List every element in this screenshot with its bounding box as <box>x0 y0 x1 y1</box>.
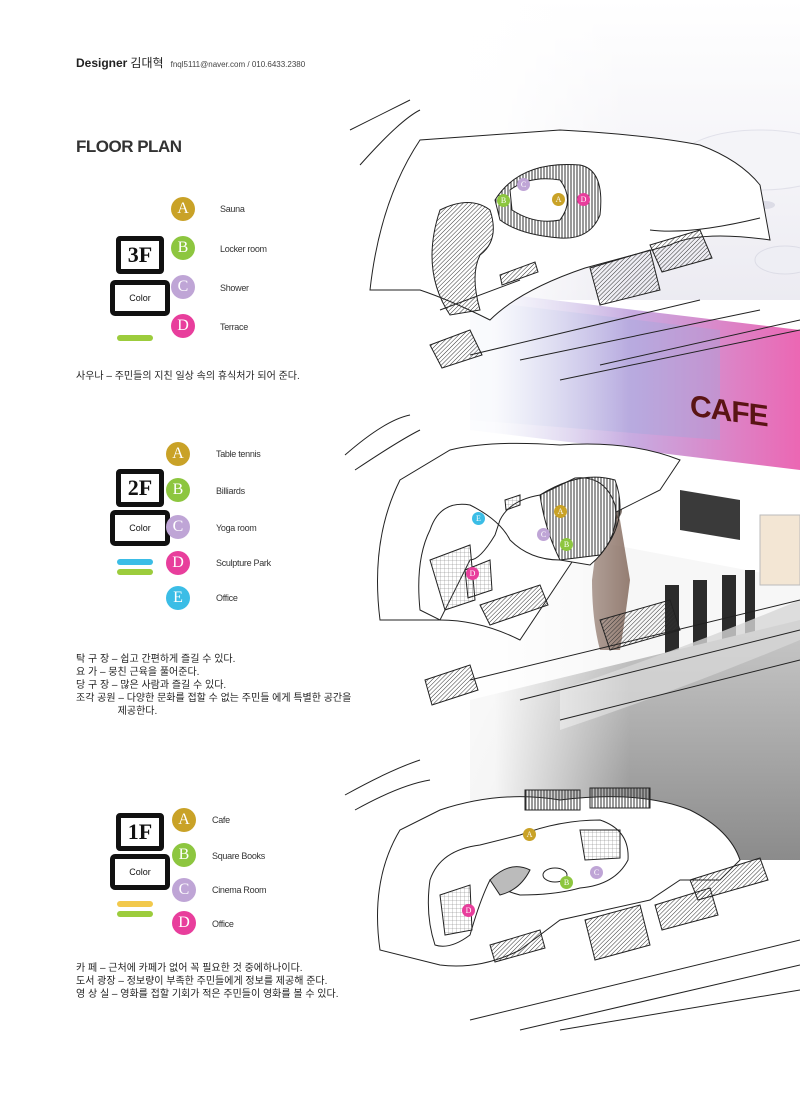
floor-2f-desc-line: 조각 공원 – 다양한 문화를 접할 수 없는 주민들 에게 특별한 공간을 <box>76 693 352 704</box>
floor-2f-color-box: Color <box>110 510 170 546</box>
legend-2f-d: D <box>166 551 190 575</box>
legend-3f-c: C <box>171 275 195 299</box>
legend-2f-c-label: Yoga room <box>216 523 257 533</box>
plan-1f-marker-c: C <box>590 866 603 879</box>
legend-3f-a: A <box>171 197 195 221</box>
legend-1f-a: A <box>172 808 196 832</box>
designer-contact: fnql5111@naver.com / 010.6433.2380 <box>170 60 306 69</box>
floor-3f-color-box: Color <box>110 280 170 316</box>
plan-2f-marker-a: A <box>554 505 567 518</box>
plan-1f-marker-d: D <box>462 904 475 917</box>
page-title: FLOOR PLAN <box>76 137 182 156</box>
plan-2f-marker-e: E <box>472 512 485 525</box>
legend-3f-b-label: Locker room <box>220 244 267 254</box>
legend-2f-a-label: Table tennis <box>216 449 261 459</box>
floor-2f-desc-line: 당 구 장 – 많은 사람과 즐길 수 있다. <box>76 680 227 691</box>
legend-2f-e-label: Office <box>216 593 238 603</box>
floor-2f-swatch-1 <box>117 559 153 565</box>
designer-role: Designer <box>76 56 128 70</box>
floor-1f-desc-line: 카 페 – 근처에 카페가 없어 꼭 필요한 것 중에하나이다. <box>76 963 303 974</box>
floor-2f-desc-line: 탁 구 장 – 쉽고 간편하게 즐길 수 있다. <box>76 654 236 665</box>
floor-3f-desc-line: 사우나 – 주민들의 지친 일상 속의 휴식처가 되어 준다. <box>76 371 300 382</box>
designer-header: Designer 김대혁 fnql5111@naver.com / 010.64… <box>76 54 305 71</box>
legend-2f-c: C <box>166 515 190 539</box>
plan-2f-marker-b: B <box>560 538 573 551</box>
legend-1f-c-label: Cinema Room <box>212 885 267 895</box>
floor-2f-desc-line: 제공한다. <box>76 706 158 717</box>
legend-2f-e: E <box>166 586 190 610</box>
legend-1f-b-label: Square Books <box>212 851 265 861</box>
plan-3f-marker-d: D <box>577 193 590 206</box>
plan-2f-marker-d: D <box>466 567 479 580</box>
legend-3f-c-label: Shower <box>220 283 249 293</box>
legend-1f-a-label: Cafe <box>212 815 230 825</box>
legend-3f-d-label: Terrace <box>220 322 248 332</box>
legend-1f-d-label: Office <box>212 919 234 929</box>
floor-1f-description: 카 페 – 근처에 카페가 없어 꼭 필요한 것 중에하나이다. 도서 광장 –… <box>76 962 338 1001</box>
legend-1f-c: C <box>172 878 196 902</box>
legend-2f-b: B <box>166 478 190 502</box>
floor-2f-description: 탁 구 장 – 쉽고 간편하게 즐길 수 있다. 요 가 – 뭉친 근육을 풀어… <box>76 653 351 718</box>
floor-1f-color-box: Color <box>110 854 170 890</box>
floor-1f-swatch-1 <box>117 901 153 907</box>
floor-1f-desc-line: 영 상 실 – 영화를 접할 기회가 적은 주민들이 영화를 볼 수 있다. <box>76 989 339 1000</box>
legend-3f-b: B <box>171 236 195 260</box>
legend-3f-d: D <box>171 314 195 338</box>
plan-3f-marker-b: B <box>497 194 510 207</box>
legend-2f-b-label: Billiards <box>216 486 245 496</box>
legend-2f-a: A <box>166 442 190 466</box>
floor-2f-swatch-2 <box>117 569 153 575</box>
legend-1f-b: B <box>172 843 196 867</box>
floor-2f-badge: 2F <box>116 469 164 507</box>
floor-1f-desc-line: 도서 광장 – 정보량이 부족한 주민들에게 정보를 제공해 준다. <box>76 976 328 987</box>
plan-2f-marker-c: C <box>537 528 550 541</box>
floor-3f-badge: 3F <box>116 236 164 274</box>
plan-3f-marker-c: C <box>517 178 530 191</box>
designer-name: 김대혁 <box>130 56 164 70</box>
legend-2f-d-label: Sculpture Park <box>216 558 271 568</box>
plan-1f-marker-b: B <box>560 876 573 889</box>
floor-3f-description: 사우나 – 주민들의 지친 일상 속의 휴식처가 되어 준다. <box>76 370 300 383</box>
floor-3f-swatch-1 <box>117 335 153 341</box>
plan-3f-marker-a: A <box>552 193 565 206</box>
plan-1f <box>344 759 800 1031</box>
plan-1f-marker-a: A <box>523 828 536 841</box>
floor-2f-desc-line: 요 가 – 뭉친 근육을 풀어준다. <box>76 667 200 678</box>
legend-1f-d: D <box>172 911 196 935</box>
floor-1f-badge: 1F <box>116 813 164 851</box>
legend-3f-a-label: Sauna <box>220 204 245 214</box>
floor-1f-swatch-2 <box>117 911 153 917</box>
plan-3f <box>349 99 800 381</box>
